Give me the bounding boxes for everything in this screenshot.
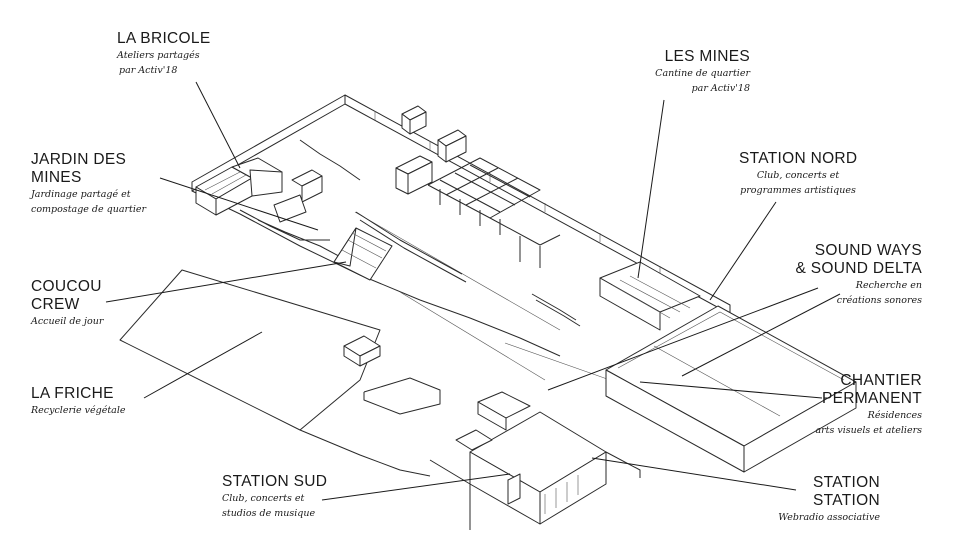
chantier-title-2: PERMANENT xyxy=(821,390,922,407)
les-mines-desc-2: par Activ'18 xyxy=(691,83,750,94)
label-la-bricole: LA BRICOLE Ateliers partagés par Activ'1… xyxy=(117,30,210,78)
label-station-station: STATION STATION Webradio associative xyxy=(740,474,880,525)
station-sud-desc-2: studios de musique xyxy=(222,508,316,519)
chantier-desc-1: Résidences xyxy=(867,410,922,421)
label-coucou-crew: COUCOU CREW Accueil de jour xyxy=(31,278,103,329)
hedges xyxy=(355,211,581,327)
station-station-title-1: STATION xyxy=(813,474,880,491)
station-sud-building xyxy=(429,411,641,530)
station-station-title-2: STATION xyxy=(813,492,880,509)
coucou-title-1: COUCOU xyxy=(31,278,102,295)
sound-ways-title-2: & SOUND DELTA xyxy=(795,260,922,277)
station-sud-desc-1: Club, concerts et xyxy=(222,493,305,504)
coucou-desc-1: Accueil de jour xyxy=(31,316,104,327)
la-bricole-desc-1: Ateliers partagés xyxy=(117,50,200,61)
la-friche-title: LA FRICHE xyxy=(31,385,114,402)
mines-tribune xyxy=(599,261,701,331)
chantier-title-1: CHANTIER xyxy=(840,372,922,389)
chantier-desc-2: arts visuels et ateliers xyxy=(815,425,922,436)
coucou-title-2: CREW xyxy=(31,296,80,313)
garden-planters xyxy=(239,139,361,263)
label-sound-ways: SOUND WAYS & SOUND DELTA Recherche en cr… xyxy=(770,242,923,308)
label-chantier-permanent: CHANTIER PERMANENT Résidences arts visue… xyxy=(760,372,922,438)
friche-zone xyxy=(119,269,531,477)
container-stacks xyxy=(395,105,467,195)
label-station-nord: STATION NORD Club, concerts et programme… xyxy=(739,150,857,198)
label-les-mines: LES MINES Cantine de quartier par Activ'… xyxy=(596,48,750,96)
station-nord-hall xyxy=(605,305,857,473)
jardin-title-2: MINES xyxy=(31,169,82,186)
la-bricole-title: LA BRICOLE xyxy=(117,30,211,47)
station-nord-desc-1: Club, concerts et xyxy=(756,170,840,181)
station-nord-title: STATION NORD xyxy=(739,150,858,167)
sound-ways-title-1: SOUND WAYS xyxy=(814,242,922,259)
les-mines-title: LES MINES xyxy=(664,48,750,65)
label-la-friche: LA FRICHE Recyclerie végétale xyxy=(31,385,126,418)
station-nord-desc-2: programmes artistiques xyxy=(740,185,856,196)
label-station-sud: STATION SUD Club, concerts et studios de… xyxy=(222,473,327,521)
label-jardin-des-mines: JARDIN DES MINES Jardinage partagé et co… xyxy=(31,151,146,217)
jardin-desc-1: Jardinage partagé et xyxy=(31,189,131,200)
les-mines-desc-1: Cantine de quartier xyxy=(655,68,750,79)
ground-paths xyxy=(354,211,611,381)
jardin-title-1: JARDIN DES xyxy=(31,151,127,168)
sound-ways-desc-2: créations sonores xyxy=(836,295,922,306)
sound-ways-desc-1: Recherche en xyxy=(855,280,922,291)
pergola-structure xyxy=(427,157,561,268)
station-sud-title: STATION SUD xyxy=(222,473,328,490)
la-bricole-desc-2: par Activ'18 xyxy=(119,65,178,76)
la-friche-desc-1: Recyclerie végétale xyxy=(31,405,126,416)
coucou-tent xyxy=(333,227,393,281)
bricole-building xyxy=(195,157,283,216)
jardin-desc-2: compostage de quartier xyxy=(31,204,147,215)
station-station-desc-1: Webradio associative xyxy=(778,512,880,523)
leader-lines xyxy=(105,81,841,501)
